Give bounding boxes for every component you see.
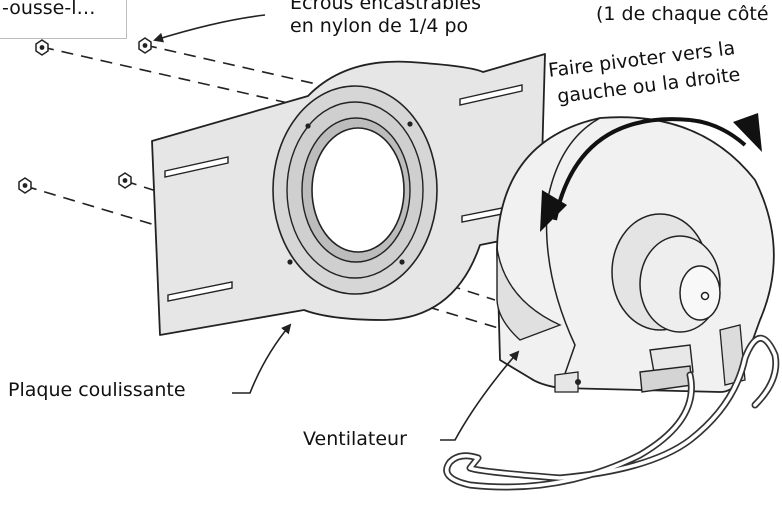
- side-note-label: (1 de chaque côté: [596, 3, 769, 25]
- hex-nut-icon: [18, 37, 152, 194]
- nuts-leader-line: [153, 14, 266, 43]
- fan-leader-line: [440, 350, 520, 441]
- rotate-arrow-icon: [540, 113, 762, 232]
- fan-blower: [496, 116, 775, 393]
- nuts-label-line2: en nylon de 1/4 po: [290, 15, 469, 37]
- plate-label: Plaque coulissante: [8, 379, 186, 401]
- partial-note-text: -ousse-l…: [2, 0, 96, 19]
- sliding-plate: [151, 53, 546, 336]
- fan-label: Ventilateur: [303, 428, 407, 450]
- partial-note-box: -ousse-l…: [0, 0, 127, 39]
- nuts-label-line1: Écrous encastrables: [290, 0, 482, 14]
- plate-leader-line: [232, 323, 292, 394]
